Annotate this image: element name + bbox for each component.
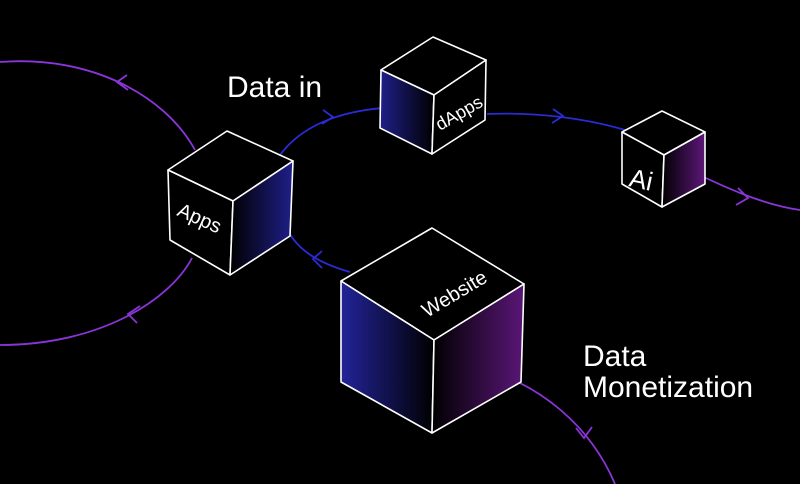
website-cube: Website [340,227,525,434]
dapps-cube: dApps [379,36,487,155]
apps-cube: Apps [167,130,294,276]
dapps-cube-right-face [431,59,487,155]
arrowhead-ai-out [735,187,750,206]
flow-dapps-to-ai [486,112,626,131]
arrowhead-website-to-apps [311,250,323,269]
data-monetization-caption-line2: Monetization [583,371,753,404]
arrowhead-apps-to-dapps [321,109,335,125]
flow-loop-bottom [0,257,193,346]
ai-cube-right-face [661,131,706,208]
flow-apps-to-dapps [279,107,384,156]
arrowhead-loop-bottom [126,305,141,324]
arrowhead-loop-top [115,74,129,91]
flow-loop-top [0,60,196,151]
website-cube-right-face [431,283,525,434]
apps-cube-right-face [229,160,294,276]
data-monetization-caption-line1: Data [583,340,647,373]
arrowhead-dapps-to-ai [551,108,565,124]
ai-cube: Ai [621,110,706,208]
data-in-caption: Data in [227,71,322,104]
arrowhead-website-out [575,426,593,440]
flow-website-to-apps [284,224,351,273]
